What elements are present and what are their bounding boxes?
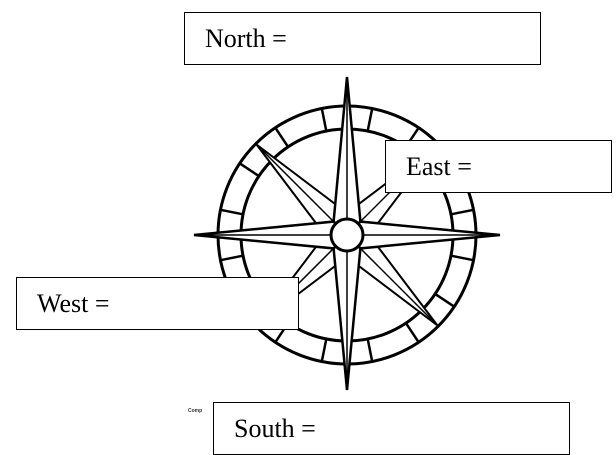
east-label: East = (406, 151, 472, 181)
center-hub (329, 217, 365, 253)
ring-tick (404, 322, 420, 343)
east-label-box[interactable]: East = (385, 140, 612, 193)
ring-tick (320, 338, 328, 362)
ring-tick (450, 208, 474, 216)
north-label-box[interactable]: North = (184, 12, 541, 65)
ring-tick (434, 292, 455, 308)
ring-tick (239, 162, 260, 178)
south-label: South = (234, 413, 316, 443)
ring-tick (220, 254, 244, 262)
ring-tick (450, 254, 474, 262)
ring-tick (366, 108, 374, 132)
west-label: West = (37, 288, 110, 318)
west-label-box[interactable]: West = (16, 277, 299, 330)
ring-tick (220, 208, 244, 216)
image-caption: Comp (188, 408, 203, 414)
north-label: North = (205, 23, 287, 53)
diagonal-point-ridge (346, 234, 439, 327)
ring-tick (320, 108, 328, 132)
ring-tick (366, 338, 374, 362)
diagonal-point-ridge (255, 143, 348, 236)
ring-tick (274, 127, 290, 148)
south-label-box[interactable]: South = (213, 402, 570, 455)
